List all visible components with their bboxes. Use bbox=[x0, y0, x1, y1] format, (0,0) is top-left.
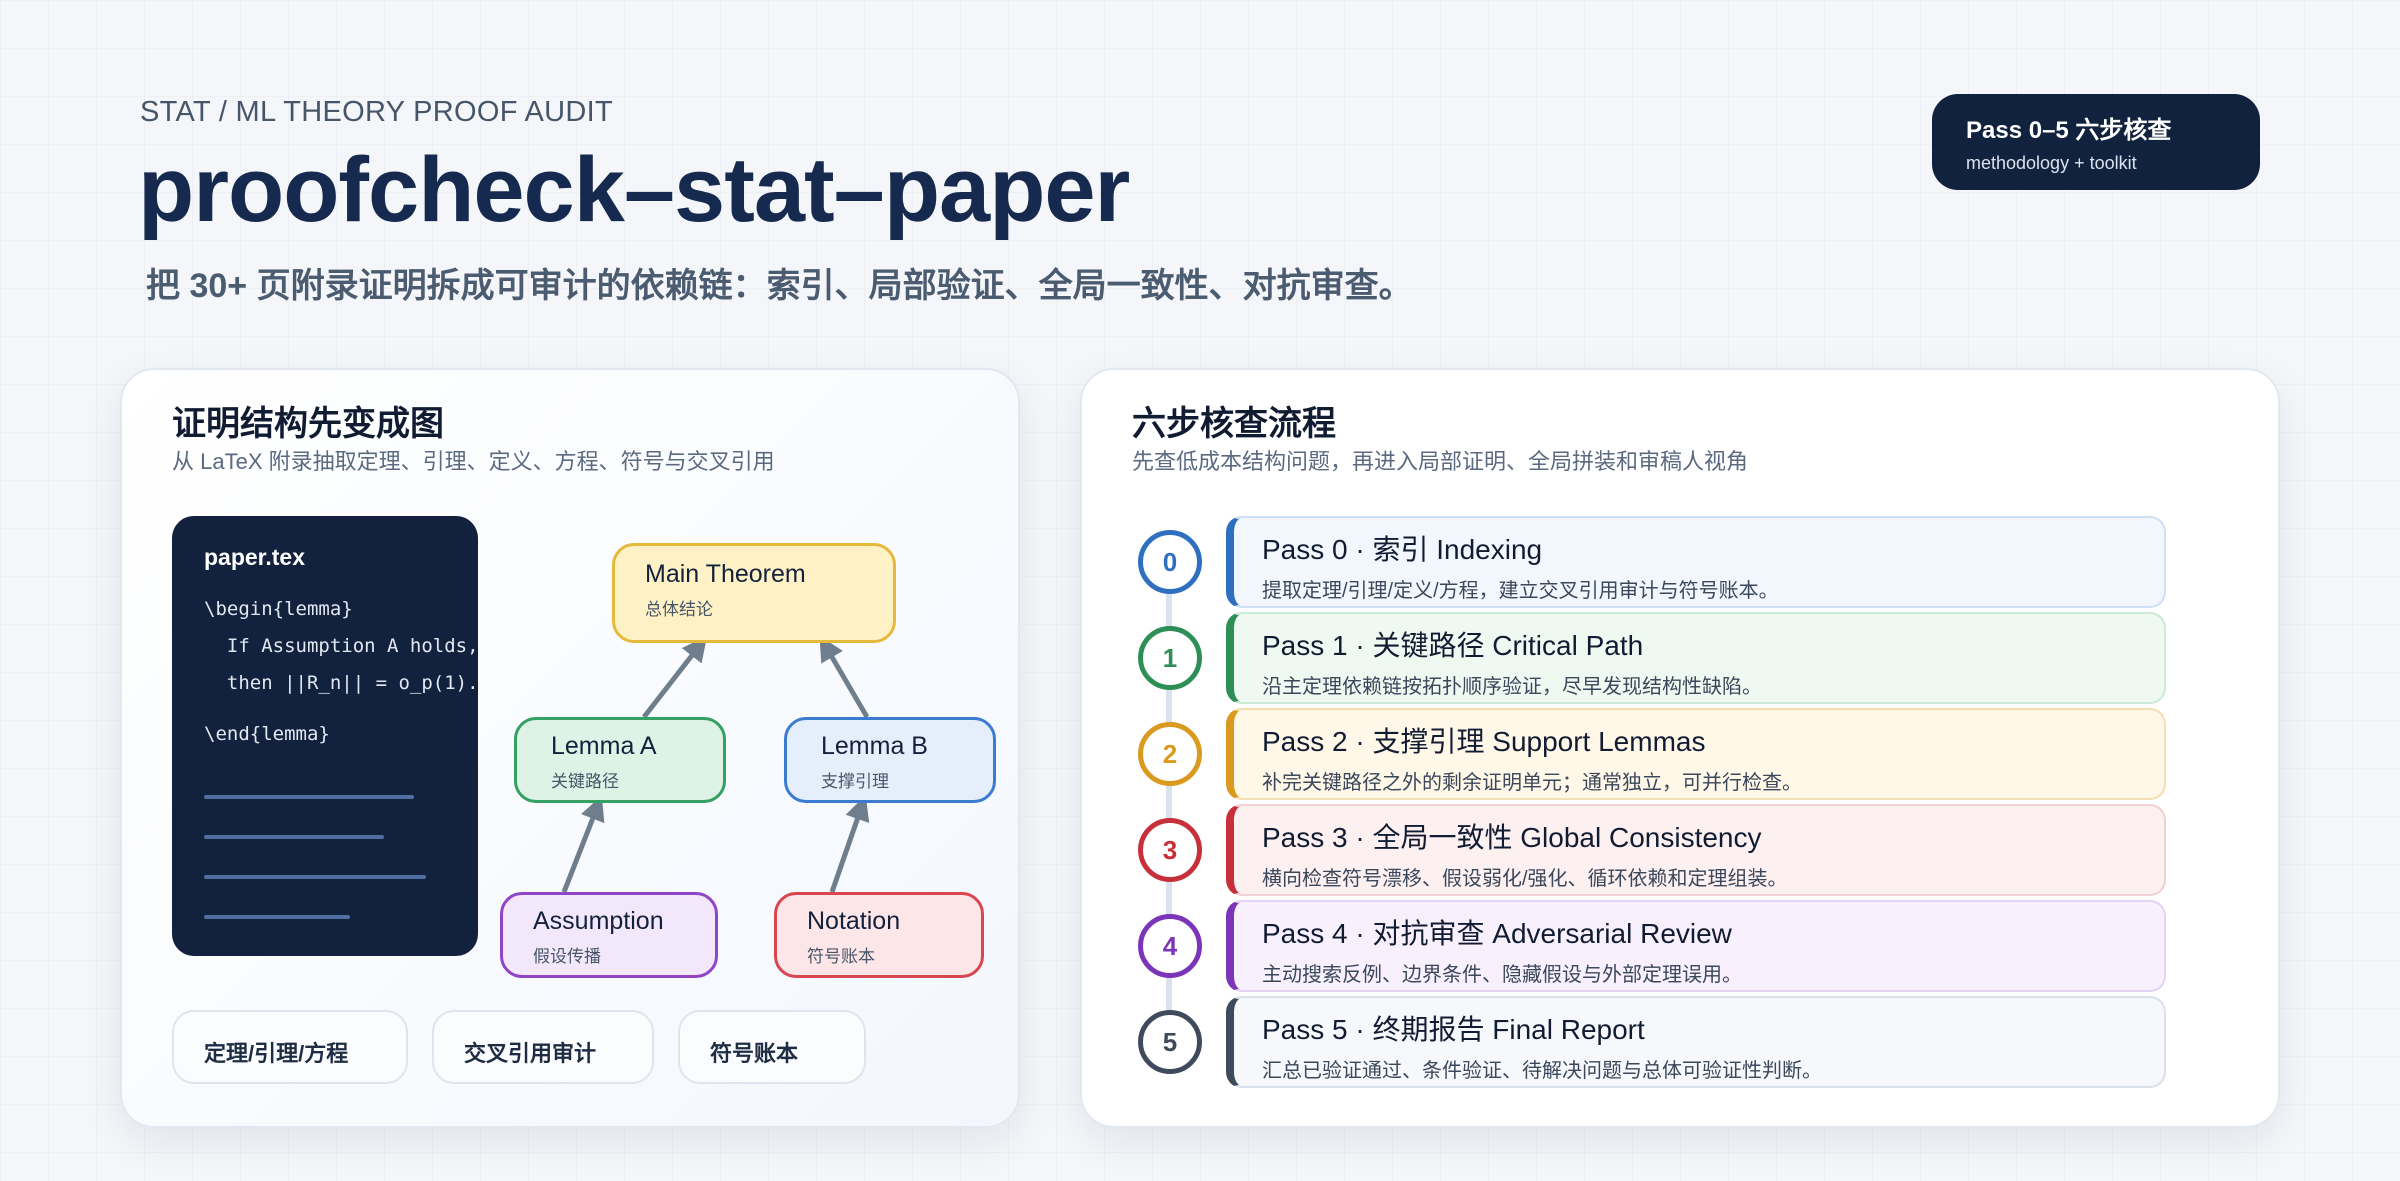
node-lemma-a: Lemma A 关键路径 bbox=[514, 717, 726, 803]
eyebrow-label: STAT / ML THEORY PROOF AUDIT bbox=[140, 96, 614, 128]
pass-badge-title: Pass 0–5 六步核查 bbox=[1966, 117, 2172, 144]
chip-theorem-lemma-equation: 定理/引理/方程 bbox=[172, 1010, 408, 1084]
node-title: Lemma B bbox=[821, 732, 928, 760]
proof-structure-title: 证明结构先变成图 bbox=[172, 405, 444, 443]
pass-step-card: Pass 0 · 索引 Indexing 提取定理/引理/定义/方程，建立交叉引用… bbox=[1226, 516, 2166, 608]
pass-step-card: Pass 4 · 对抗审查 Adversarial Review 主动搜索反例、边… bbox=[1226, 900, 2166, 992]
code-placeholder-line bbox=[204, 875, 426, 879]
pass-step-description: 补完关键路径之外的剩余证明单元；通常独立，可并行检查。 bbox=[1262, 772, 1802, 794]
node-title: Lemma A bbox=[551, 732, 657, 760]
edge-assumption-to-lemma-a bbox=[561, 795, 605, 893]
pass-step-description: 主动搜索反例、边界条件、隐藏假设与外部定理误用。 bbox=[1262, 964, 1742, 986]
pass-step-number: 2 bbox=[1138, 722, 1202, 786]
pass-step-number: 3 bbox=[1138, 818, 1202, 882]
code-placeholder-line bbox=[204, 835, 384, 839]
pass-step-title: Pass 2 · 支撑引理 Support Lemmas bbox=[1262, 726, 1706, 757]
pass-badge-subtitle: methodology + toolkit bbox=[1966, 153, 2137, 173]
latex-code-panel: paper.tex \begin{lemma} If Assumption A … bbox=[172, 516, 478, 956]
pass-step-number: 5 bbox=[1138, 1010, 1202, 1074]
pass-step-title: Pass 4 · 对抗审查 Adversarial Review bbox=[1262, 918, 1732, 949]
pass-step-description: 提取定理/引理/定义/方程，建立交叉引用审计与符号账本。 bbox=[1262, 580, 1779, 602]
pass-badge: Pass 0–5 六步核查 methodology + toolkit bbox=[1932, 94, 2260, 190]
code-filename: paper.tex bbox=[204, 544, 305, 570]
code-placeholder-line bbox=[204, 795, 414, 799]
pass-step-title: Pass 5 · 终期报告 Final Report bbox=[1262, 1014, 1645, 1045]
six-pass-title: 六步核查流程 bbox=[1132, 405, 1336, 443]
pass-step-description: 横向检查符号漂移、假设弱化/强化、循环依赖和定理组装。 bbox=[1262, 868, 1788, 890]
pass-step-title: Pass 0 · 索引 Indexing bbox=[1262, 534, 1543, 565]
pass-step-card: Pass 1 · 关键路径 Critical Path 沿主定理依赖链按拓扑顺序验… bbox=[1226, 612, 2166, 704]
proof-structure-subtitle: 从 LaTeX 附录抽取定理、引理、定义、方程、符号与交叉引用 bbox=[172, 449, 775, 474]
node-title: Notation bbox=[807, 907, 901, 935]
node-title: Assumption bbox=[533, 907, 664, 935]
node-assumption: Assumption 假设传播 bbox=[500, 892, 718, 978]
node-subtitle: 支撑引理 bbox=[821, 772, 889, 791]
node-subtitle: 关键路径 bbox=[551, 772, 619, 791]
node-subtitle: 总体结论 bbox=[645, 600, 713, 619]
chip-symbol-ledger: 符号账本 bbox=[678, 1010, 866, 1084]
pass-step-description: 沿主定理依赖链按拓扑顺序验证，尽早发现结构性缺陷。 bbox=[1262, 676, 1762, 698]
page-title: proofcheck–stat–paper bbox=[138, 139, 1130, 241]
chip-cross-reference-audit: 交叉引用审计 bbox=[432, 1010, 654, 1084]
page-subtitle: 把 30+ 页附录证明拆成可审计的依赖链：索引、局部验证、全局一致性、对抗审查。 bbox=[146, 267, 1413, 305]
code-line: \begin{lemma} bbox=[204, 598, 353, 620]
six-pass-subtitle: 先查低成本结构问题，再进入局部证明、全局拼装和审稿人视角 bbox=[1132, 449, 1749, 474]
edge-lemma-b-to-main bbox=[819, 635, 870, 719]
dependency-graph-edges bbox=[561, 635, 870, 893]
edge-notation-to-lemma-b bbox=[829, 795, 870, 893]
timeline-line bbox=[1166, 565, 1172, 1045]
node-title: Main Theorem bbox=[645, 560, 806, 588]
code-line: \end{lemma} bbox=[204, 723, 330, 745]
pass-step-title: Pass 1 · 关键路径 Critical Path bbox=[1262, 630, 1644, 661]
pass-step-description: 汇总已验证通过、条件验证、待解决问题与总体可验证性判断。 bbox=[1262, 1060, 1822, 1082]
pass-step-number: 1 bbox=[1138, 626, 1202, 690]
code-placeholder-line bbox=[204, 915, 350, 919]
proof-structure-card: 证明结构先变成图 从 LaTeX 附录抽取定理、引理、定义、方程、符号与交叉引用… bbox=[120, 368, 1020, 1128]
node-subtitle: 符号账本 bbox=[807, 947, 875, 966]
pass-step-number: 0 bbox=[1138, 530, 1202, 594]
node-notation: Notation 符号账本 bbox=[774, 892, 984, 978]
pass-step-title: Pass 3 · 全局一致性 Global Consistency bbox=[1262, 822, 1762, 853]
pass-step-number: 4 bbox=[1138, 914, 1202, 978]
pass-step-card: Pass 2 · 支撑引理 Support Lemmas 补完关键路径之外的剩余证… bbox=[1226, 708, 2166, 800]
node-lemma-b: Lemma B 支撑引理 bbox=[784, 717, 996, 803]
node-main-theorem: Main Theorem 总体结论 bbox=[612, 543, 896, 643]
pass-step-card: Pass 3 · 全局一致性 Global Consistency 横向检查符号漂… bbox=[1226, 804, 2166, 896]
edge-lemma-a-to-main bbox=[642, 636, 708, 719]
pass-step-card: Pass 5 · 终期报告 Final Report 汇总已验证通过、条件验证、待… bbox=[1226, 996, 2166, 1088]
node-subtitle: 假设传播 bbox=[533, 947, 601, 966]
